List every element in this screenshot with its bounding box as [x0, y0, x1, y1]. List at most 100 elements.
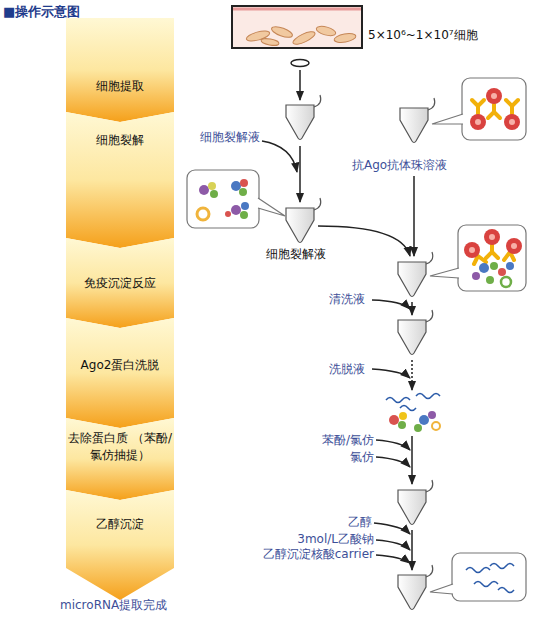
tube: [398, 262, 426, 297]
cell: [315, 25, 336, 38]
bead: [484, 229, 500, 245]
flow-arrow: [372, 300, 410, 309]
eluate-molecules: [389, 411, 440, 432]
step-label: 免疫沉淀反应: [66, 275, 174, 292]
tube-lid: [428, 98, 435, 110]
cell: [291, 29, 316, 46]
step-band: Ago2蛋白洗脱: [66, 318, 174, 418]
bead: [470, 114, 486, 130]
callout-bubble: [462, 78, 526, 140]
bead: [486, 88, 502, 104]
molecule: [231, 181, 241, 191]
molecule: [240, 179, 248, 187]
tube-lid: [426, 565, 433, 577]
beads: [464, 229, 522, 258]
step-note: 5×10⁶~1×10⁷细胞: [368, 28, 478, 43]
molecule: [199, 185, 209, 195]
complex-molecules: [472, 262, 514, 287]
tube: [286, 105, 314, 140]
molecule: [414, 424, 422, 432]
molecule: [225, 211, 231, 217]
step-note: 乙醇: [348, 515, 372, 530]
callout-bubble: [452, 553, 526, 601]
tube-lid: [314, 95, 321, 107]
culture-dish: [232, 6, 362, 48]
callout-pointer: [432, 114, 463, 124]
band-fill: [66, 238, 174, 328]
tube: [286, 208, 314, 243]
molecule: [208, 182, 216, 190]
antibody: [506, 100, 518, 114]
step-band: 细胞提取: [66, 18, 174, 112]
step-note: 细胞裂解液: [266, 247, 326, 262]
callout-bubble: [187, 170, 259, 228]
callout-bubble: [458, 225, 526, 291]
molecule: [399, 412, 407, 420]
dish-rim: [233, 8, 361, 11]
step-band: 免疫沉淀反应: [66, 238, 174, 318]
step-note: microRNA提取完成: [60, 598, 167, 613]
step-note: 洗脱液: [329, 362, 365, 377]
step-band-shape: [66, 318, 174, 428]
step-label: 细胞裂解: [66, 132, 174, 149]
molecule: [197, 208, 209, 220]
antibody: [474, 256, 486, 264]
flow-arrow: [374, 523, 410, 534]
flow-arrow: [411, 302, 413, 315]
tube: [398, 490, 426, 525]
callout-pointer: [430, 268, 459, 278]
flow-arrow: [376, 555, 410, 563]
flow-arrow: [376, 540, 410, 550]
bead-core: [489, 234, 495, 240]
bead-core: [469, 247, 475, 253]
step-note: 3mol/L乙酸钠: [297, 532, 374, 547]
molecule: [210, 190, 218, 198]
antibody: [486, 244, 498, 258]
spin-icon: [291, 60, 309, 67]
tube-lid: [426, 480, 433, 492]
flow-arrow: [318, 226, 410, 256]
rna-strand: [474, 582, 498, 587]
bead-core: [509, 119, 515, 125]
cell: [270, 24, 293, 39]
tube: [398, 320, 426, 355]
molecule: [490, 262, 498, 270]
rna-strands: [386, 394, 440, 411]
molecule: [501, 277, 511, 287]
tubes: [286, 95, 435, 610]
molecule: [479, 263, 489, 273]
step-band: 去除蛋白质 （苯酚/氯仿抽提）: [66, 418, 174, 490]
bead: [506, 238, 522, 254]
bead-core: [491, 93, 497, 99]
tube-lid: [426, 252, 433, 264]
tube: [400, 108, 428, 143]
step-label: Ago2蛋白洗脱: [66, 357, 174, 374]
flow-arrow: [376, 440, 410, 450]
flow-arrow: [411, 360, 413, 390]
molecule: [419, 415, 429, 425]
antibody: [472, 100, 484, 114]
molecule: [432, 422, 440, 430]
molecule: [486, 276, 494, 284]
lysate-molecules: [197, 179, 249, 220]
step-label: 细胞提取: [66, 78, 174, 95]
bead: [464, 242, 480, 258]
flow-arrow: [411, 530, 413, 570]
callout-pointer: [258, 198, 285, 216]
antibody: [488, 104, 500, 118]
step-band-shape: [66, 18, 174, 122]
step-label: 乙醇沉淀: [66, 516, 174, 533]
molecule: [239, 188, 247, 196]
tube-lid: [314, 198, 321, 210]
molecule: [472, 272, 480, 280]
step-label: 去除蛋白质 （苯酚/氯仿抽提）: [66, 430, 174, 464]
step-note: 细胞裂解液: [200, 130, 260, 145]
band-fill: [66, 112, 174, 248]
step-note: 清洗液: [329, 292, 365, 307]
step-band-shape: [66, 112, 174, 248]
rna-strand: [490, 564, 514, 569]
cell: [333, 32, 356, 44]
step-note: 抗Ago抗体珠溶液: [352, 158, 447, 173]
band-fill: [66, 318, 174, 428]
flow-arrow: [411, 436, 413, 484]
